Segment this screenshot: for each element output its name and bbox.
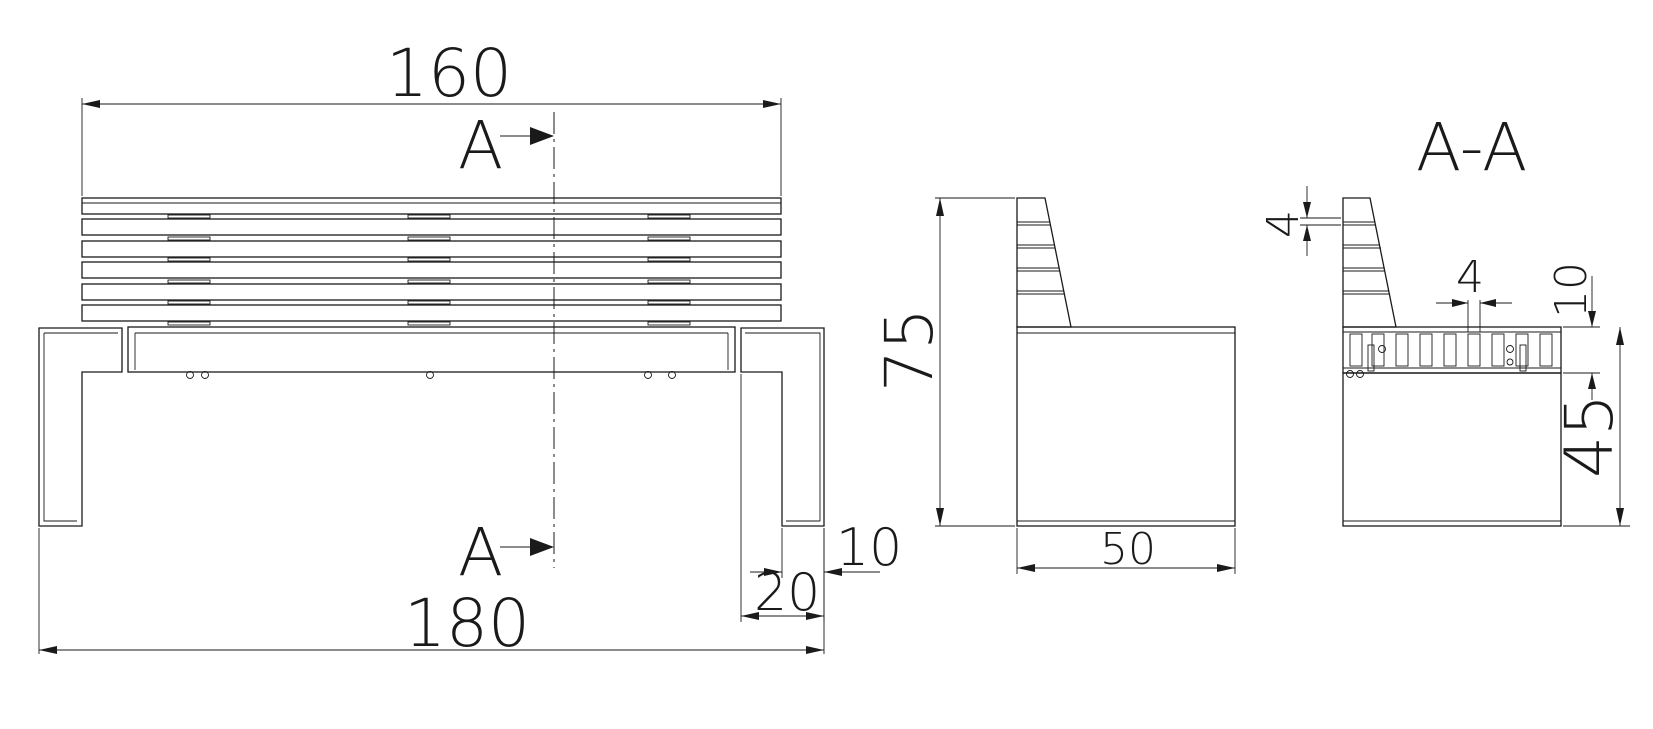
dimension-height: 75 <box>871 197 1015 527</box>
section-view: A-A <box>1258 109 1630 527</box>
dimension-seat-height-label: 45 <box>1551 394 1628 478</box>
dimension-slat-thickness: 4 <box>1258 186 1341 256</box>
dimension-total-width-label: 180 <box>404 585 530 662</box>
dimension-slat-gap-label: 4 <box>1456 252 1484 303</box>
dimension-top-width: 160 <box>81 35 782 196</box>
backrest-slats <box>81 197 782 322</box>
dimension-slat-gap: 4 <box>1436 252 1512 332</box>
dimension-height-label: 75 <box>871 308 948 392</box>
slat-fixings <box>167 214 691 326</box>
side-backrest <box>1016 197 1072 328</box>
dimension-slat-thickness-label: 4 <box>1258 210 1309 238</box>
dimension-seat-thickness: 10 <box>1546 262 1600 400</box>
section-marker-bottom: A <box>458 514 554 591</box>
dimension-depth-label: 50 <box>1100 524 1156 575</box>
front-view: A A 160 180 <box>38 35 902 662</box>
side-body <box>1016 326 1236 527</box>
dimension-top-width-label: 160 <box>386 35 512 112</box>
side-view: 75 50 <box>871 197 1236 575</box>
dimension-leg-gap-label: 10 <box>836 518 902 578</box>
dimension-seat-height: 45 <box>1551 327 1630 527</box>
left-leg <box>38 327 123 527</box>
seat-frame <box>127 326 736 373</box>
section-backrest <box>1342 197 1397 328</box>
section-title: A-A <box>1416 109 1527 186</box>
right-leg <box>740 327 825 527</box>
section-marker-top-label: A <box>458 107 503 184</box>
section-marker-bottom-label: A <box>458 514 503 591</box>
section-marker-top: A <box>458 107 554 184</box>
seat-bolts <box>186 371 676 379</box>
section-body <box>1342 372 1562 527</box>
section-seat <box>1342 326 1562 378</box>
dimension-seat-thickness-label: 10 <box>1546 262 1597 318</box>
dimension-depth: 50 <box>1016 524 1236 575</box>
dimension-total-width: 180 <box>38 528 825 662</box>
dimension-leg-gap: 10 <box>750 518 902 578</box>
